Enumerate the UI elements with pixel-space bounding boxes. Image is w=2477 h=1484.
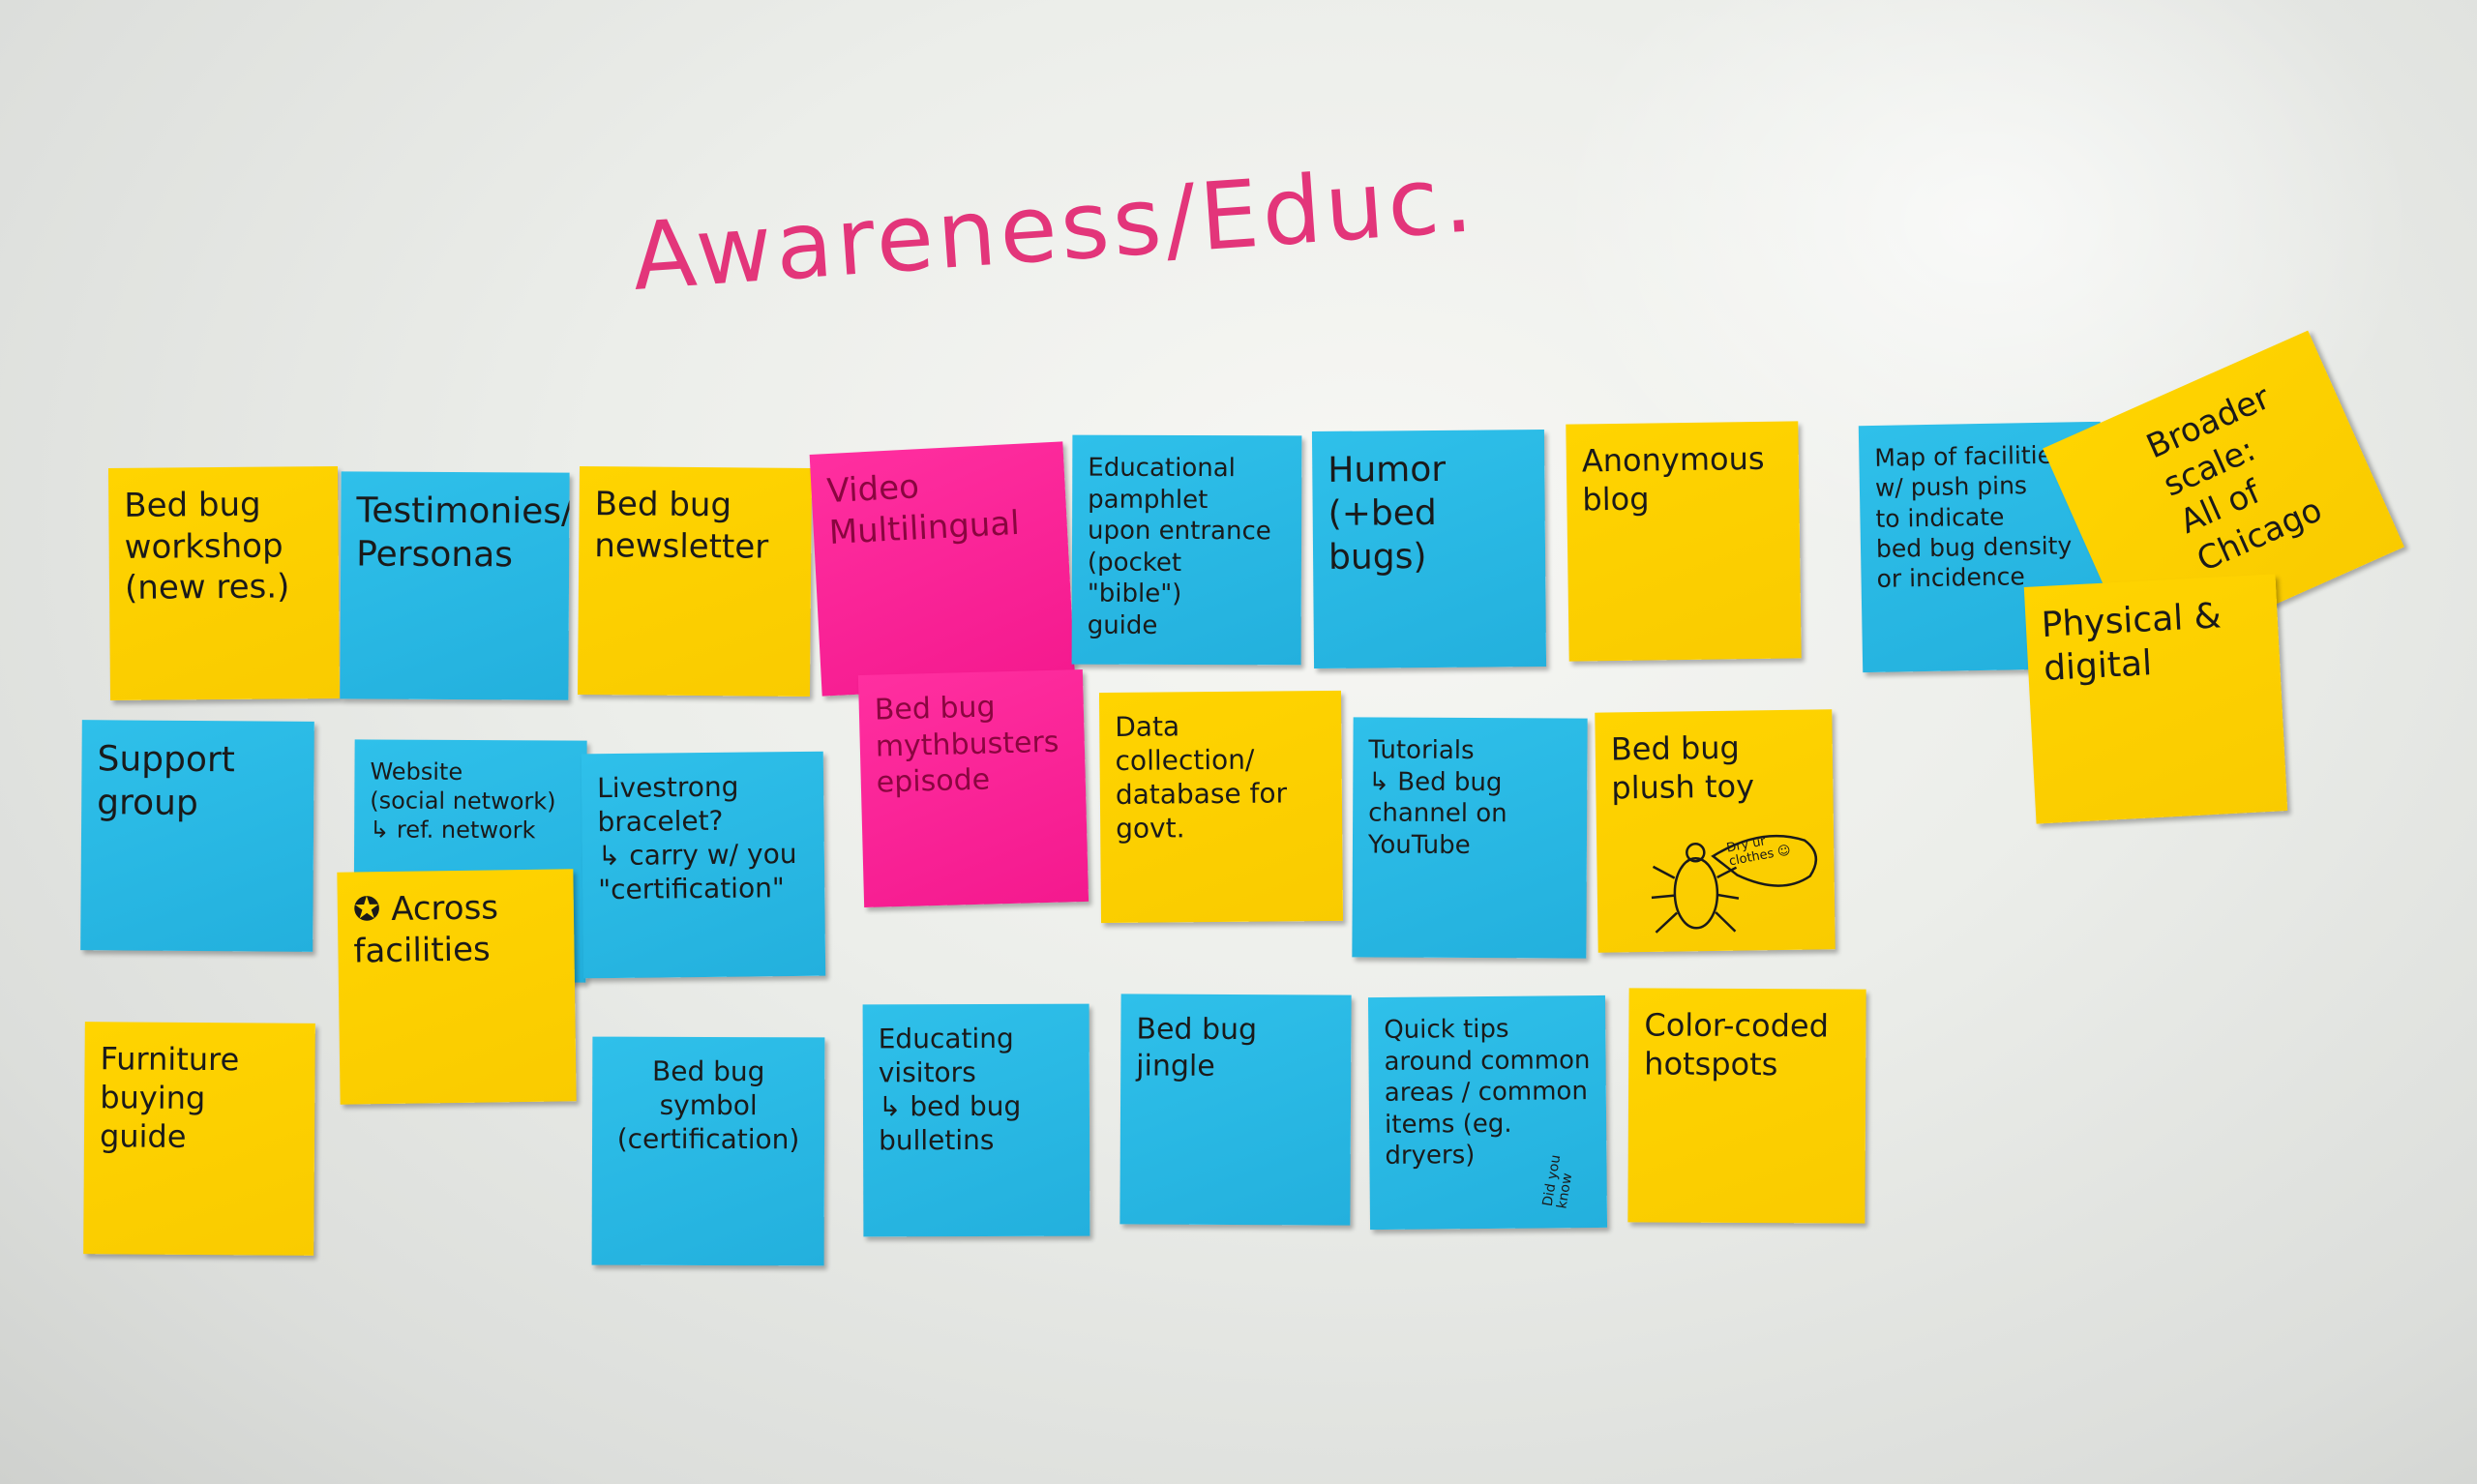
note-testimonies-personas: Testimonies/ Personas: [340, 471, 570, 700]
note-across-facilities: ✪ Across facilities: [337, 869, 577, 1105]
note-color-coded-hotspots: Color-coded hotspots: [1627, 988, 1866, 1224]
note-data-collection: Data collection/ database for govt.: [1098, 690, 1344, 924]
note-text: Website (social network) ↳ ref. network: [370, 757, 556, 845]
note-bed-bug-jingle: Bed bug jingle: [1119, 994, 1352, 1226]
note-text: Bed bug mythbusters episode: [874, 690, 1059, 800]
note-educational-pamphlet: Educational pamphlet upon entrance (pock…: [1071, 434, 1302, 666]
note-mythbusters-episode: Bed bug mythbusters episode: [857, 669, 1089, 907]
note-text: Bed bug workshop (new res.): [124, 485, 290, 608]
note-educating-visitors: Educating visitors ↳ bed bug bulletins: [862, 1003, 1090, 1237]
note-text: Anonymous blog: [1581, 439, 1765, 519]
note-quick-tips: Quick tips around common areas / common …: [1367, 994, 1608, 1231]
note-text: Furniture buying guide: [99, 1040, 240, 1155]
board-title: Awareness/Educ.: [628, 144, 1480, 312]
note-physical-digital: Physical & digital: [2023, 574, 2288, 824]
note-text: Bed bug jingle: [1136, 1012, 1258, 1083]
note-text: Color-coded hotspots: [1644, 1006, 1830, 1083]
note-tutorials: Tutorials ↳ Bed bug channel on YouTube: [1352, 717, 1588, 959]
note-bed-bug-workshop: Bed bug workshop (new res.): [107, 465, 341, 701]
note-text: Educating visitors ↳ bed bug bulletins: [878, 1022, 1022, 1157]
note-text: Livestrong bracelet? ↳ carry w/ you "cer…: [596, 770, 797, 906]
note-video-multilingual: Video Multilingual: [809, 441, 1076, 697]
note-bed-bug-newsletter: Bed bug newsletter: [577, 465, 813, 697]
note-text: Video Multilingual: [825, 467, 1021, 552]
note-livestrong-bracelet: Livestrong bracelet? ↳ carry w/ you "cer…: [581, 751, 826, 979]
note-support-group: Support group: [80, 720, 314, 952]
note-humor: Humor (+bed bugs): [1311, 429, 1547, 669]
note-text: Bed bug newsletter: [594, 485, 769, 567]
note-text: Bed bug plush toy: [1610, 728, 1755, 807]
note-text: Data collection/ database for govt.: [1115, 710, 1288, 845]
note-furniture-buying-guide: Furniture buying guide: [83, 1022, 315, 1256]
bed-bug-drawing-icon: [1651, 834, 1818, 934]
note-text: Tutorials ↳ Bed bug channel on YouTube: [1367, 735, 1507, 860]
note-anonymous-blog: Anonymous blog: [1566, 421, 1802, 662]
note-text: ✪ Across facilities: [352, 888, 499, 970]
note-text: Testimonies/ Personas: [356, 490, 570, 576]
note-text: Physical & digital: [2040, 596, 2223, 689]
note-text: Bed bug symbol (certification): [616, 1054, 800, 1156]
note-bed-bug-symbol: Bed bug symbol (certification): [591, 1036, 825, 1266]
note-text: Humor (+bed bugs): [1328, 449, 1447, 578]
note-text: Support group: [97, 739, 236, 824]
note-text: Broader scale: All of Chicago: [2140, 377, 2328, 579]
note-plush-toy: Bed bug plush toy Dry ur clothes ☺: [1595, 709, 1835, 953]
note-text: Educational pamphlet upon entrance (pock…: [1087, 453, 1271, 640]
